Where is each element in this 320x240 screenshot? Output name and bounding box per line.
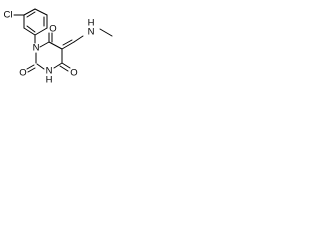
- bond-benzene-c2c3: [34, 8, 48, 16]
- bond-c6-c5: [48, 41, 63, 50]
- atom-nh-hydrogen: H: [88, 18, 95, 29]
- atom-n-methylamino: N: [88, 27, 95, 38]
- atom-cl: Cl: [4, 10, 13, 21]
- bond-nh-methyl: [99, 28, 113, 37]
- bond-c2-o2-a: [26, 64, 35, 70]
- atom-n3: N: [46, 66, 53, 77]
- bond-c4-o4-b: [59, 65, 69, 72]
- atom-o6: O: [49, 24, 56, 35]
- bond-benzene-c4c5: [34, 27, 48, 36]
- bond-n3-c2: [36, 63, 45, 70]
- bond-benzene-inner-3: [26, 25, 36, 33]
- bond-c4-n3: [53, 62, 63, 69]
- bond-n1-c6: [39, 41, 50, 48]
- bond-benzene-c5c6: [23, 27, 36, 36]
- atom-o2: O: [19, 68, 26, 79]
- bond-c5-exo-b: [62, 39, 73, 46]
- bond-benzene-c1c2: [23, 8, 36, 16]
- atom-o4: O: [70, 68, 77, 79]
- atom-n1: N: [33, 43, 40, 54]
- bond-exo-nh: [73, 35, 84, 43]
- atom-labels: Cl N N H N H O O O: [4, 10, 95, 86]
- bonds: [13, 8, 113, 73]
- bond-c4-o4-a: [61, 62, 71, 69]
- bond-c5-exo-a: [61, 41, 75, 50]
- atom-h3: H: [46, 75, 53, 86]
- bond-c2-o2-b: [27, 67, 36, 73]
- molecule-structure: Cl N N H N H O O O: [4, 8, 113, 86]
- bond-benzene-inner-1: [26, 11, 36, 18]
